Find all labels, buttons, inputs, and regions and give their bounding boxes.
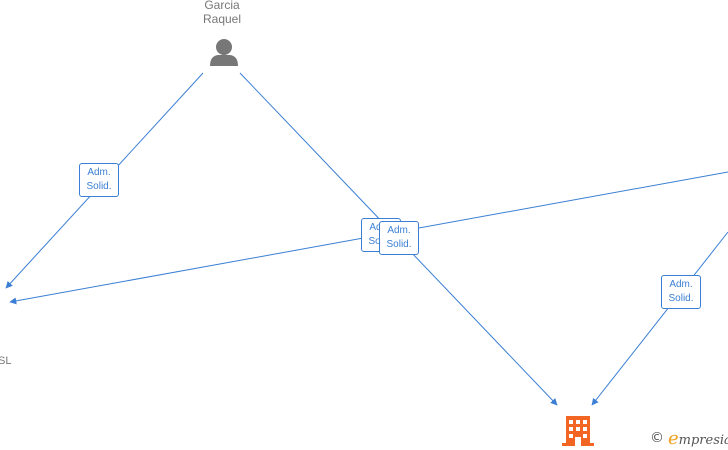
edge-role-line2: Solid. [668,293,694,304]
person-name-line1: Garcia [204,0,240,12]
building-icon[interactable] [562,416,594,446]
edge-role-line1: Adm. [387,225,411,236]
edge-role-line1: Adm. [669,279,693,290]
edge-label-box[interactable]: Adm. Solid. [379,221,419,255]
empresia-logo: empresia [668,428,728,449]
edge-label-box[interactable]: Adm. Solid. [79,163,119,197]
person-icon[interactable] [210,39,238,66]
brand-rest: mpresia [678,432,728,448]
left-company-label[interactable]: SL [0,355,12,367]
edge-role-line1: Adm. [87,167,111,178]
edge-role-line2: Solid. [86,181,112,192]
copyright-symbol: © [650,430,664,446]
person-name-line2: Raquel [202,12,242,26]
empresia-watermark: © empresia [650,428,728,449]
brand-initial: e [668,427,679,449]
edge-role-line2: Solid. [386,239,412,250]
edge-label-box[interactable]: Adm. Solid. [661,275,701,309]
edge-right-to-bottom-company [591,231,728,406]
person-name-label[interactable]: Garcia Raquel [190,0,254,26]
